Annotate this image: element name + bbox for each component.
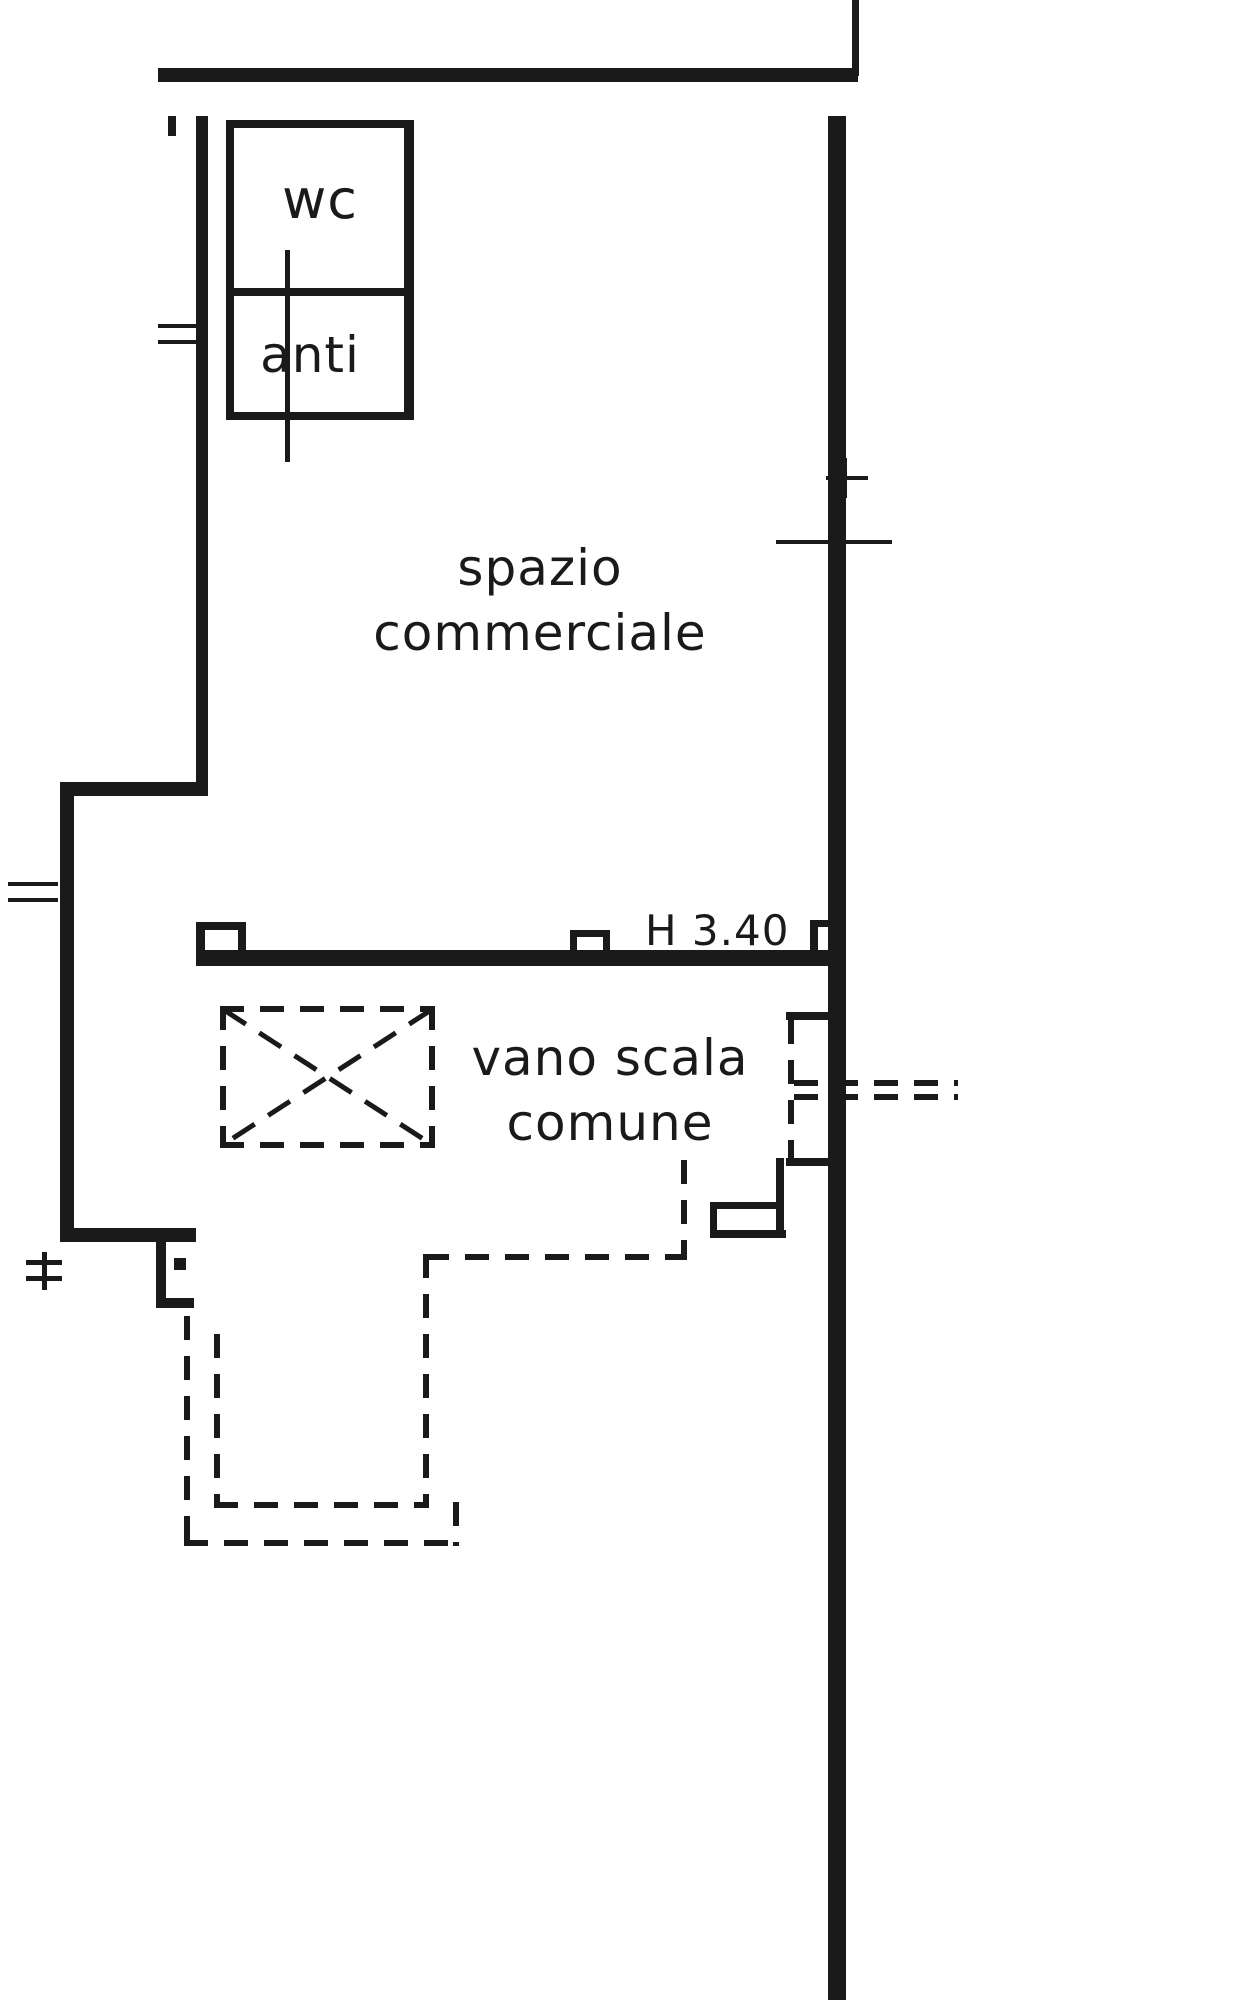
- door-swing-line: [285, 250, 290, 462]
- shaft-dashed-left: [788, 1020, 794, 1160]
- wall-wc-top: [226, 120, 412, 128]
- wall-wc-anti-divider: [226, 288, 408, 296]
- stair-box-bottom: [220, 1142, 435, 1148]
- left-window-tick-2: [8, 898, 58, 902]
- height-annotation: H 3.40: [645, 906, 790, 955]
- midwall-tab-v1: [570, 930, 577, 954]
- left-door-tick-2: [158, 340, 200, 344]
- room-label-spazio-line1: spazio: [457, 539, 623, 597]
- wall-wc-left: [226, 120, 234, 296]
- step-block-left: [710, 1202, 717, 1238]
- room-label-anti: anti: [260, 326, 360, 384]
- room-label-spazio-line2: commerciale: [373, 604, 707, 662]
- right-section-tick-v: [843, 458, 847, 498]
- shaft-step-vertical: [776, 1158, 784, 1238]
- wall-left-low-horizontal: [60, 1228, 196, 1242]
- stair-box-left: [220, 1006, 226, 1148]
- corridor-dash-v4: [184, 1316, 190, 1546]
- left-door-tick-1: [158, 324, 200, 328]
- wall-right: [828, 116, 846, 2000]
- wall-anti-left: [226, 296, 234, 420]
- midwall-tab-v2: [603, 930, 610, 954]
- corridor-dash-h2: [214, 1502, 426, 1508]
- right-section-tick-h: [826, 476, 868, 480]
- landing-dash-1: [794, 1080, 958, 1086]
- wall-middle-horizontal: [196, 950, 830, 966]
- wall-left-lower: [60, 782, 74, 1242]
- corridor-dash-h3: [184, 1540, 458, 1546]
- column-dot: [174, 1258, 186, 1270]
- wall-anti-bottom: [226, 412, 408, 420]
- right-section-line: [776, 540, 892, 544]
- left-low-tick-vertical: [42, 1252, 47, 1290]
- wall-top: [158, 68, 858, 82]
- step-block-bottom: [710, 1230, 786, 1238]
- wall-left-upper: [196, 116, 208, 796]
- midwall-left-notch-v2: [238, 922, 246, 956]
- corridor-dash-v3: [214, 1334, 220, 1506]
- wall-wc-anti-right: [404, 120, 414, 420]
- corridor-dash-v2: [423, 1254, 429, 1508]
- landing-dash-2: [794, 1094, 958, 1100]
- shaft-bottom: [786, 1158, 832, 1166]
- stair-cross-icon: [222, 1007, 433, 1147]
- wall-stub-top-right: [852, 0, 859, 76]
- room-label-vano-scala-comune: vano scala comune: [450, 1026, 770, 1156]
- midwall-right-notch-h: [810, 920, 834, 927]
- stair-box-top: [220, 1006, 435, 1012]
- corridor-dash-v5: [453, 1502, 459, 1546]
- room-label-vano-line2: comune: [506, 1094, 714, 1152]
- midwall-right-notch-v: [810, 920, 818, 954]
- wall-left-mid-horizontal: [60, 782, 208, 796]
- room-label-spazio-commerciale: spazio commerciale: [350, 536, 730, 666]
- stair-box-right: [429, 1006, 435, 1148]
- wall-left-upper-stub: [168, 116, 176, 136]
- shaft-top: [786, 1012, 832, 1020]
- step-block-top: [710, 1202, 780, 1209]
- left-window-tick-1: [8, 882, 58, 886]
- wall-step-vertical: [156, 1242, 166, 1308]
- corridor-dash-v1: [681, 1160, 687, 1260]
- room-label-wc: wc: [282, 168, 358, 231]
- room-label-vano-line1: vano scala: [471, 1029, 749, 1087]
- corridor-dash-h1: [425, 1254, 685, 1260]
- midwall-tab-h: [570, 930, 610, 937]
- midwall-left-notch-v1: [196, 922, 205, 956]
- wall-step-horizontal: [156, 1298, 194, 1308]
- midwall-left-notch-h: [196, 922, 246, 930]
